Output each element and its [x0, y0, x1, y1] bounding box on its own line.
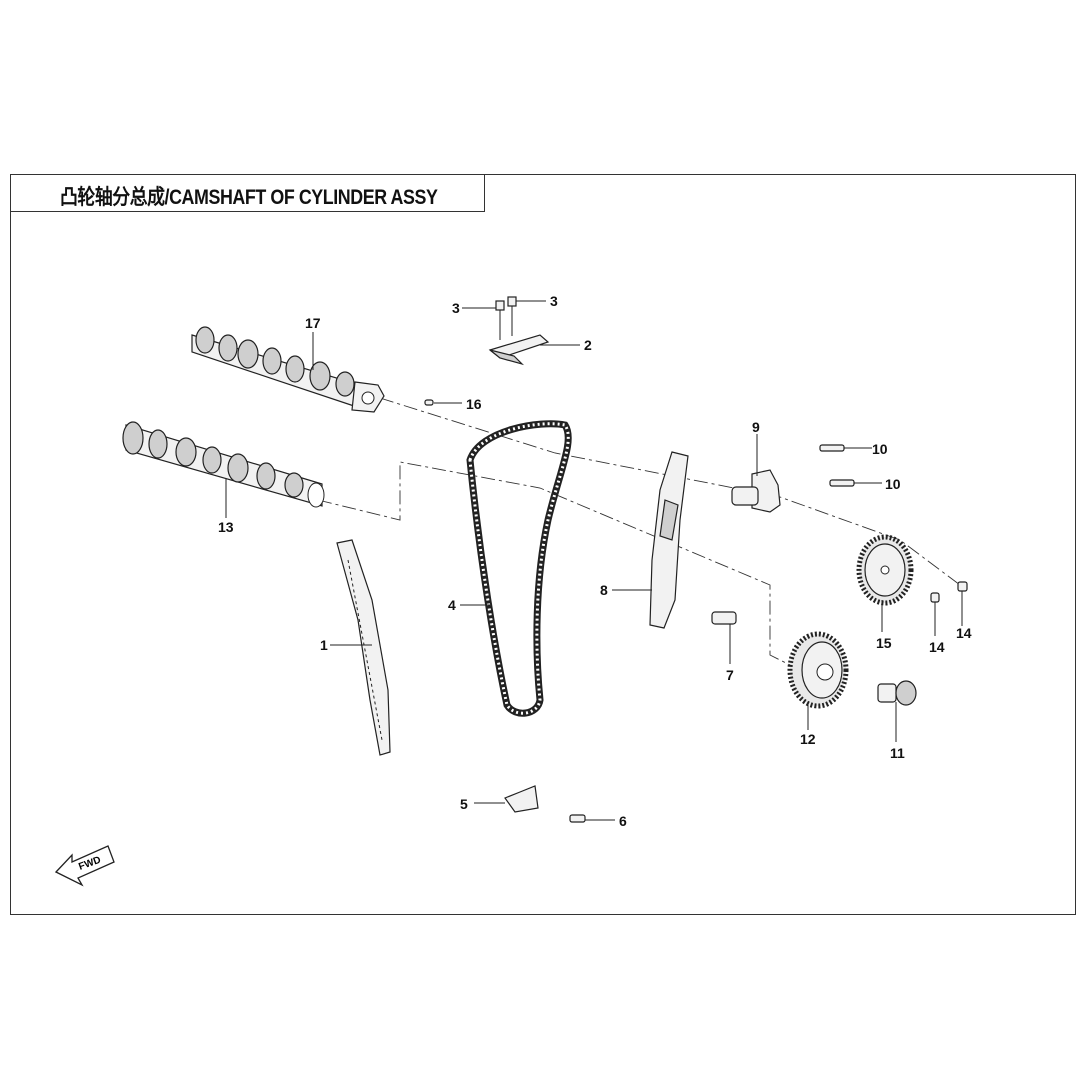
timing-chain — [466, 420, 572, 717]
screws-3 — [495, 296, 517, 340]
tensioner-arm-8 — [649, 451, 689, 629]
assembly-centerlines — [317, 397, 961, 681]
callout-16: 16 — [466, 396, 482, 412]
camshaft-upper — [191, 326, 385, 413]
callout-1: 1 — [320, 637, 328, 653]
callout-17: 17 — [305, 315, 321, 331]
callout-14-left: 14 — [929, 639, 945, 655]
callout-10-upper: 10 — [872, 441, 888, 457]
chain-guide-1 — [336, 539, 391, 756]
callout-13: 13 — [218, 519, 234, 535]
bolts-10 — [819, 444, 855, 487]
callout-8: 8 — [600, 582, 608, 598]
camshaft-lower — [122, 421, 325, 508]
title-box — [10, 174, 485, 212]
sprocket-15 — [856, 534, 914, 606]
pin-16 — [424, 399, 434, 406]
bolt-11 — [877, 680, 917, 706]
phaser-sprocket-12 — [787, 631, 849, 709]
callout-2: 2 — [584, 337, 592, 353]
callout-7: 7 — [726, 667, 734, 683]
callout-labels: 3 3 2 17 16 9 10 10 13 8 4 1 15 14 14 7 … — [218, 293, 972, 829]
callout-9: 9 — [752, 419, 760, 435]
callout-11: 11 — [890, 745, 905, 761]
callout-4: 4 — [448, 597, 456, 613]
callout-3-right: 3 — [550, 293, 558, 309]
callout-5: 5 — [460, 796, 468, 812]
callout-15: 15 — [876, 635, 892, 651]
guide-5 — [504, 785, 539, 813]
callout-leaders — [225, 300, 963, 821]
callout-10-lower: 10 — [885, 476, 901, 492]
tensioner-9 — [731, 469, 781, 513]
bolt-7 — [711, 611, 737, 625]
fwd-arrow-icon: FWD — [54, 845, 115, 887]
bolt-6 — [569, 814, 586, 823]
bolts-14 — [930, 581, 968, 603]
diagram-frame — [10, 174, 1076, 915]
callout-3-left: 3 — [452, 300, 460, 316]
diagram-title: 凸轮轴分总成/CAMSHAFT OF CYLINDER ASSY — [60, 186, 438, 209]
guide-plate-2 — [488, 334, 550, 366]
callout-14-right: 14 — [956, 625, 972, 641]
callout-12: 12 — [800, 731, 816, 747]
callout-6: 6 — [619, 813, 627, 829]
